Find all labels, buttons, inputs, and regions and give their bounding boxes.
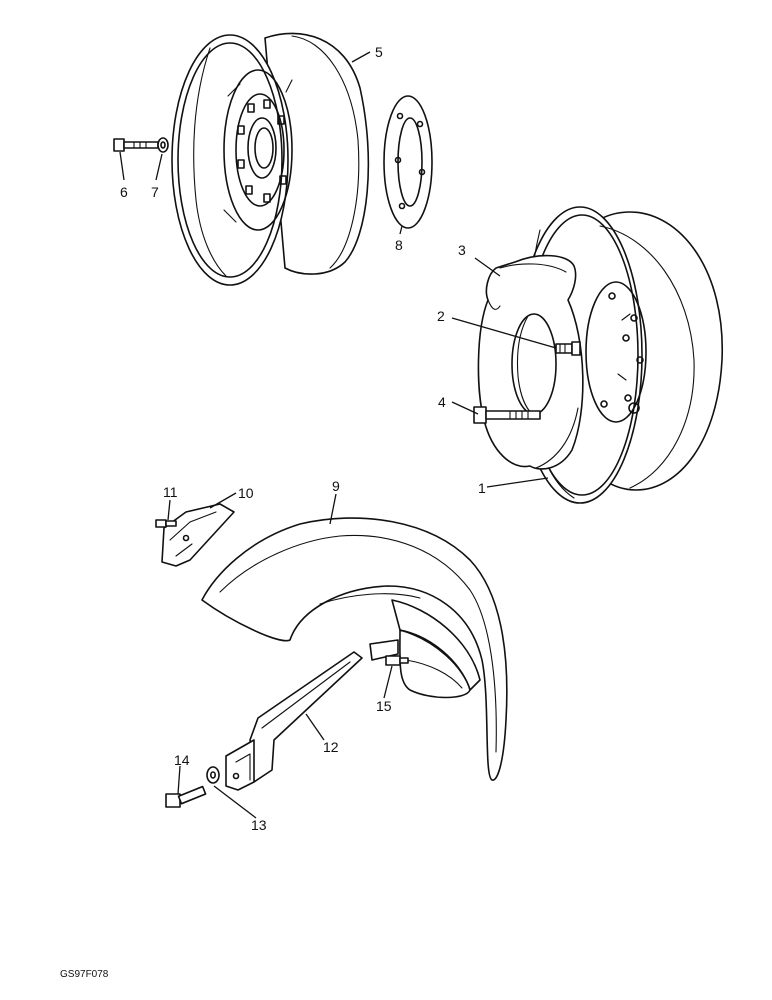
callout-12: 12 [323,739,339,755]
callout-8: 8 [395,237,403,253]
leader-lines [119,51,557,819]
bracket-bolt-small [155,519,177,528]
callout-3: 3 [458,242,466,258]
callout-6: 6 [120,184,128,200]
callout-9: 9 [332,478,340,494]
weight-bolt-short [555,341,581,356]
callout-15: 15 [376,698,392,714]
callout-14: 14 [174,752,190,768]
stay-washer [206,766,220,784]
stay-bolt [385,655,409,666]
fender-support-stay [225,639,399,791]
wheel-weight [477,254,584,470]
stay-bolt-long [165,785,207,808]
callout-10: 10 [238,485,254,501]
wheel-rim-upper [171,32,370,286]
fender-bracket-plate [161,503,235,567]
callout-13: 13 [251,817,267,833]
wheel-bolt [113,138,159,152]
callout-5: 5 [375,44,383,60]
callout-2: 2 [437,308,445,324]
weight-bolt-long [473,406,541,424]
callout-4: 4 [438,394,446,410]
figure-code: GS97F078 [60,969,109,980]
mudguard [201,517,508,781]
callout-11: 11 [163,484,178,500]
lock-washer [157,137,169,153]
spacer-ring [383,95,433,229]
callout-1: 1 [478,480,486,496]
callout-7: 7 [151,184,159,200]
